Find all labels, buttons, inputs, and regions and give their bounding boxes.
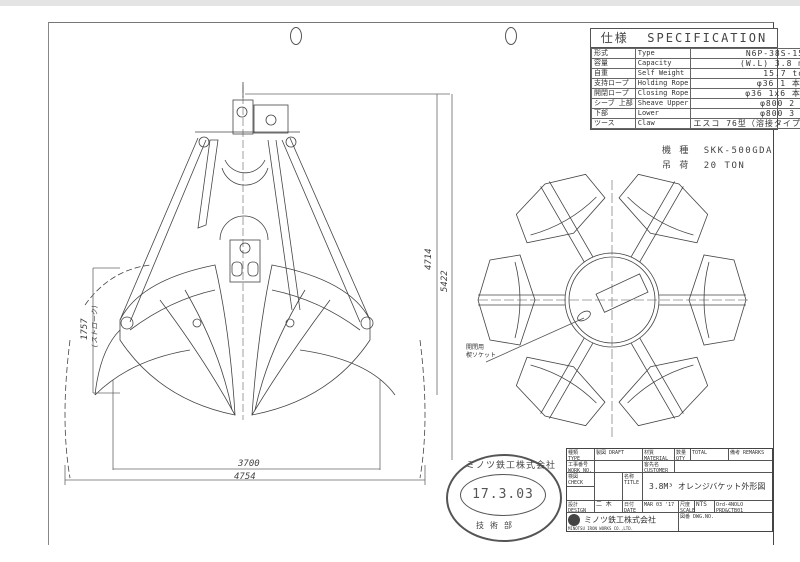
socket-note-line2: 楔ソケット: [466, 352, 497, 359]
load-capacity: 吊 荷 20 TON: [662, 161, 746, 171]
socket-note-line1: 開閉用: [466, 344, 485, 351]
dim-stroke-note: (ストローク): [91, 304, 99, 348]
punch-hole-right: [505, 27, 517, 45]
check-seal: [595, 473, 623, 501]
dim-width-inner: 3700: [238, 459, 260, 469]
drawing-scale: NTS: [695, 501, 715, 513]
drawing-frame: [48, 22, 774, 545]
drawing-date: MAR 03 '17: [643, 501, 679, 513]
punch-hole-left: [290, 27, 302, 45]
dim-stroke: 1757: [80, 318, 90, 340]
drawing-title: 3.8M³ オレンジバケット外形図: [643, 473, 772, 501]
dim-width-outer: 4754: [234, 472, 256, 482]
spec-title: 仕様 SPECIFICATION: [591, 29, 777, 48]
scan-edge: [0, 0, 800, 6]
machine-model: 機 種 SKK-500GDA: [662, 146, 773, 156]
company-stamp: ミノツ鉄工株式会社 17.3.03 技術部: [446, 454, 562, 542]
company-name: ミノツ鉄工株式会社 MINOTSU IRON WORKS CO.,LTD.: [567, 513, 679, 531]
dim-height-open: 5422: [440, 270, 450, 292]
stamp-date: 17.3.03: [472, 487, 534, 502]
company-logo-icon: [568, 514, 580, 526]
socket-annotation: 開閉用 楔ソケット: [466, 344, 496, 360]
title-block: 種類 TYPE 製図 DRAFT 材質 MATERIAL 数量 QTY TOTA…: [566, 448, 773, 532]
dim-height-closed: 4714: [424, 248, 434, 270]
